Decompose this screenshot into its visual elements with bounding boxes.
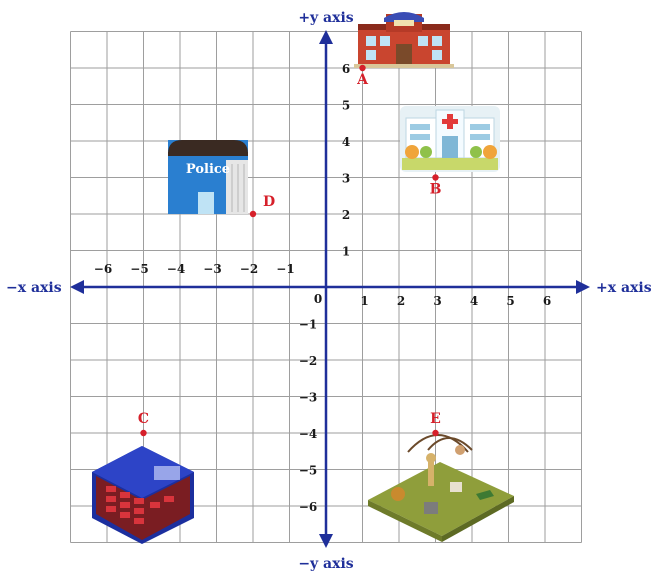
y-tick-label: −6 [299,500,317,514]
x-tick-label: 6 [543,294,551,308]
point-c [140,429,147,437]
point-e [432,429,439,437]
neg-y-axis-label: −y axis [298,556,353,572]
point-label-d: D [263,194,275,210]
x-axis-right-arrow [576,280,590,294]
x-tick-label: 1 [360,294,368,308]
point-label-a: A [356,72,369,88]
x-tick-label: 5 [506,294,514,308]
police-sign: Police [186,162,230,177]
x-tick-label: 2 [397,294,405,308]
x-axis-left-arrow [70,280,84,294]
y-tick-label: −3 [299,391,317,405]
y-tick-label: −1 [299,318,317,332]
point-b [432,174,439,181]
zoo-park-icon [368,434,514,542]
y-tick-label: −4 [299,427,317,441]
x-tick-label: −5 [130,262,148,276]
axes [70,30,590,548]
pos-x-axis-label: +x axis [596,280,651,296]
x-tick-label: −2 [240,262,258,276]
x-tick-label: −6 [94,262,112,276]
x-tick-label: −1 [276,262,294,276]
y-tick-label: 4 [342,135,350,149]
point-label-b: B [430,182,442,198]
point-d [249,210,257,218]
x-tick-label: −4 [167,262,185,276]
y-tick-label: 6 [342,62,350,76]
tick-labels: −6 −5 −4 −3 −2 −1 1 2 3 4 5 6 6 5 4 3 2 1 −1 −2 −3 −4 −5 −6 [94,62,551,514]
movie-theater-icon [92,446,194,544]
y-tick-label: 5 [342,99,350,113]
school-building-icon [354,12,454,68]
points: A B C D E [138,64,442,437]
y-tick-label: 1 [342,245,350,259]
point-label-c: C [138,411,149,427]
origin-label: 0 [314,292,322,306]
y-axis-bottom-arrow [319,534,333,548]
y-tick-label: −2 [299,354,317,368]
neg-x-axis-label: −x axis [6,280,62,296]
x-tick-label: 4 [470,294,478,308]
x-tick-label: 3 [433,294,441,308]
hospital-building-icon [400,106,500,172]
pos-y-axis-label: +y axis [298,10,353,26]
y-tick-label: −5 [299,464,317,478]
police-station-icon: Police [168,140,248,214]
y-tick-label: 3 [342,172,350,186]
point-label-e: E [430,411,441,427]
x-tick-label: −3 [203,262,221,276]
y-tick-label: 2 [342,208,350,222]
point-a [359,64,366,72]
y-axis-top-arrow [319,30,333,44]
